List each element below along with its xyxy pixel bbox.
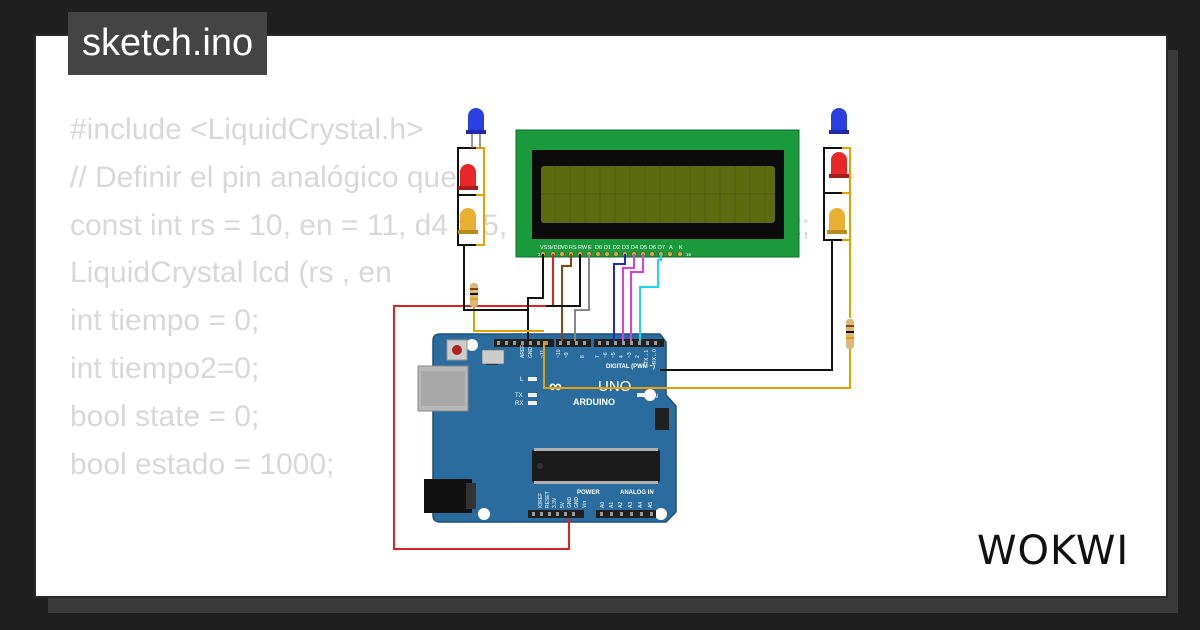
lcd-pin-label: D3 <box>622 245 629 251</box>
power-pin-label: 5V <box>560 501 566 508</box>
analog-pin-label: A4 <box>638 502 644 508</box>
power-header-label: POWER <box>577 490 600 496</box>
rx-led-label: RX <box>515 401 523 407</box>
power-pin-label: GND <box>574 497 580 509</box>
wires <box>393 240 851 550</box>
code-line: // Definir el pin analógico que <box>70 160 457 194</box>
lcd-pin-label: D5 <box>640 245 647 251</box>
led-yellow-right[interactable] <box>829 208 845 230</box>
lcd-pin-label: VSS <box>540 245 551 251</box>
arduino-infinity-logo: ∞ <box>549 376 562 396</box>
power-pin-label: GND <box>567 497 573 509</box>
analog-pin-label: A1 <box>609 502 615 508</box>
wire-blue <box>613 254 626 341</box>
power-pin-label: 3.3V <box>552 497 558 508</box>
digital-pin-label: 7 <box>595 355 601 358</box>
lcd-pin-label: D4 <box>631 245 638 251</box>
code-line: bool state = 0; <box>70 399 260 433</box>
lcd-pin-label: D1 <box>604 245 611 251</box>
code-line: bool estado = 1000; <box>70 447 335 481</box>
digital-pin-label: ~5 <box>611 352 617 358</box>
project-preview-card[interactable]: #include <LiquidCrystal.h> // Definir el … <box>34 34 1168 598</box>
l-led <box>528 377 537 381</box>
lcd-pin-label: V0 <box>561 245 568 251</box>
wire-magenta-d5 <box>622 254 635 341</box>
wire-magenta-d6 <box>630 254 644 341</box>
led-blue-right[interactable] <box>831 108 847 130</box>
wire-black <box>527 254 544 341</box>
wokwi-logo: WOKWI <box>977 528 1129 574</box>
on-led <box>637 393 646 397</box>
wokwi-logo-text: WOKWI <box>977 528 1129 574</box>
code-line: #include <LiquidCrystal.h> <box>70 113 424 146</box>
l-led-label: L <box>520 377 524 383</box>
wire-gray <box>574 254 590 341</box>
wire-black-right <box>660 240 833 371</box>
analog-header-label: ANALOG IN <box>620 490 654 496</box>
digital-pin-label: ~9 <box>564 352 570 358</box>
lcd-pin-label: RS <box>569 245 577 251</box>
wire-cyan <box>639 254 662 341</box>
model-label: UNO <box>598 378 631 395</box>
reset-button[interactable] <box>452 345 462 355</box>
digital-pin-label: ~6 <box>603 352 609 358</box>
analog-pin-label: A0 <box>600 502 606 508</box>
digital-header-label: DIGITAL (PWM ~) <box>606 364 655 370</box>
led-red-right[interactable] <box>831 152 847 174</box>
power-pin-label: Vin <box>582 501 588 508</box>
led-red-left[interactable] <box>460 164 476 186</box>
wire-orange-right <box>543 341 851 389</box>
wire-black-rw <box>546 254 581 307</box>
power-jack <box>424 479 472 513</box>
digital-pin-label: 4 <box>619 355 625 358</box>
tx-led-label: TX <box>515 393 523 399</box>
brand-label: ARDUINO <box>573 397 615 407</box>
digital-pin-label: ~3 <box>627 352 633 358</box>
rx-led <box>528 401 537 405</box>
analog-pin-label: A2 <box>618 502 624 508</box>
wire-brown <box>561 254 572 341</box>
resistor-right <box>846 319 854 349</box>
analog-pin-label: A3 <box>628 502 634 508</box>
code-line: int tiempo2=0; <box>70 351 260 385</box>
wire-red <box>393 254 570 550</box>
wire-orange-left <box>473 305 544 332</box>
power-pin-label: IOREF <box>538 493 544 508</box>
digital-pin-label: TX→1 <box>644 350 650 364</box>
lcd-pin-label: A <box>669 245 673 251</box>
lcd-pin-label: RW <box>578 245 588 251</box>
wire-black-left <box>463 245 528 311</box>
lcd-pin-label: K <box>679 245 683 251</box>
lcd-display[interactable]: VSS VDD V0 RS RW E D0 D1 D2 D3 D4 D5 D6 … <box>515 129 800 258</box>
led-blue-left[interactable] <box>468 108 484 130</box>
digital-pin-label: ~10 <box>556 349 562 358</box>
digital-pin-label: RX←0 <box>652 349 658 364</box>
arduino-uno-board[interactable]: ∞ ARDUINO UNO DIGITAL (PWM ~) POWER ANAL… <box>417 333 677 523</box>
right-led-group[interactable] <box>823 108 854 349</box>
microcontroller-chip <box>532 450 660 482</box>
lcd-pin-number-first: 1 <box>538 252 541 257</box>
lcd-pin-label: D0 <box>595 245 602 251</box>
code-line: int tiempo = 0; <box>70 304 260 338</box>
lcd-pin-label: D6 <box>649 245 656 251</box>
left-led-group[interactable] <box>457 108 486 307</box>
lcd-pin-label: D7 <box>658 245 665 251</box>
led-yellow-left[interactable] <box>460 208 476 230</box>
page-title: sketch.ino <box>68 12 268 75</box>
digital-pin-label: 8 <box>580 355 586 358</box>
lcd-pin-label: D2 <box>613 245 620 251</box>
tx-led <box>528 393 537 397</box>
on-led-label: ON <box>649 394 658 400</box>
lcd-pin-label: E <box>588 245 592 251</box>
gnd-pin-label: GND <box>528 347 534 359</box>
code-line: LiquidCrystal lcd (rs , en <box>70 256 392 290</box>
analog-pin-label: A5 <box>648 502 654 508</box>
digital-pin-label: 2 <box>635 355 641 358</box>
lcd-pin-label: VDD <box>550 245 562 251</box>
lcd-pin-number-last: 16 <box>686 252 692 257</box>
aref-pin-label: AREF <box>520 345 526 358</box>
power-pin-label: RESET <box>545 491 551 508</box>
